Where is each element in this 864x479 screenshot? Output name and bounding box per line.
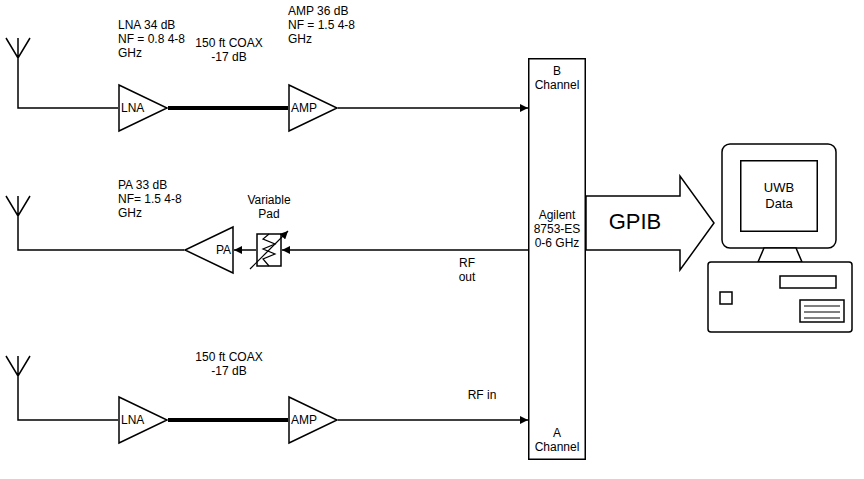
amplifier-triangle xyxy=(185,227,233,273)
edge-label: 150 ft COAX -17 dB xyxy=(186,36,272,64)
variable-arrow xyxy=(250,231,288,269)
signal-line xyxy=(234,249,256,251)
computer-screen: UWB Data xyxy=(740,160,818,232)
coax-cable xyxy=(168,418,288,422)
signal-line xyxy=(338,419,528,421)
low-noise-amplifier: LNA xyxy=(118,396,168,444)
amplifier: AMP xyxy=(288,396,338,444)
low-noise-amplifier: LNA 34 dB NF = 0.8 4-8 GHzLNA xyxy=(118,84,168,132)
amplifier-triangle xyxy=(289,397,337,443)
signal-line xyxy=(338,107,528,109)
signal-line xyxy=(282,249,528,251)
computer-icon xyxy=(708,144,852,332)
edge-label: 150 ft COAX -17 dB xyxy=(186,350,272,378)
screen-text: UWB Data xyxy=(756,180,802,212)
spec-text: LNA 34 dB NF = 0.8 4-8 GHz xyxy=(118,18,190,60)
antenna-symbols xyxy=(6,38,184,420)
node-outline xyxy=(528,58,586,460)
amplifier-triangle xyxy=(119,85,167,131)
amplifier-name: LNA xyxy=(121,101,144,115)
network-analyzer: B ChannelAgilent 8753-ES 0-6 GHz A Channe… xyxy=(528,58,586,460)
node-outline xyxy=(256,233,282,267)
amplifier-triangle xyxy=(119,397,167,443)
spec-text: PA 33 dB NF= 1.5 4-8 GHz xyxy=(118,178,184,220)
channel-text: A Channel xyxy=(530,426,584,454)
attenuator-label: Variable Pad xyxy=(239,193,299,221)
amplifier-name: AMP xyxy=(291,101,317,115)
edge-label: RF in xyxy=(452,388,512,402)
variable-attenuator: Variable Pad xyxy=(256,233,282,267)
spec-text: AMP 36 dB NF = 1.5 4-8 GHz xyxy=(288,4,360,46)
amplifier: AMP 36 dB NF = 1.5 4-8 GHzAMP xyxy=(288,84,338,132)
gpib-bus-arrow xyxy=(586,176,714,270)
amplifier-triangle xyxy=(289,85,337,131)
amplifier-name: PA xyxy=(216,243,231,257)
channel-text: B Channel xyxy=(530,64,584,92)
amplifier-name: LNA xyxy=(121,413,144,427)
power-amplifier: PA 33 dB NF= 1.5 4-8 GHzPA xyxy=(184,226,234,274)
coax-cable xyxy=(168,106,288,110)
channel-text: Agilent 8753-ES 0-6 GHz xyxy=(530,208,584,250)
screen-frame xyxy=(741,161,818,232)
edge-label: RF out xyxy=(452,256,482,284)
amplifier-name: AMP xyxy=(291,413,317,427)
instrument-box xyxy=(529,59,586,460)
bus-label: GPIB xyxy=(600,209,670,235)
